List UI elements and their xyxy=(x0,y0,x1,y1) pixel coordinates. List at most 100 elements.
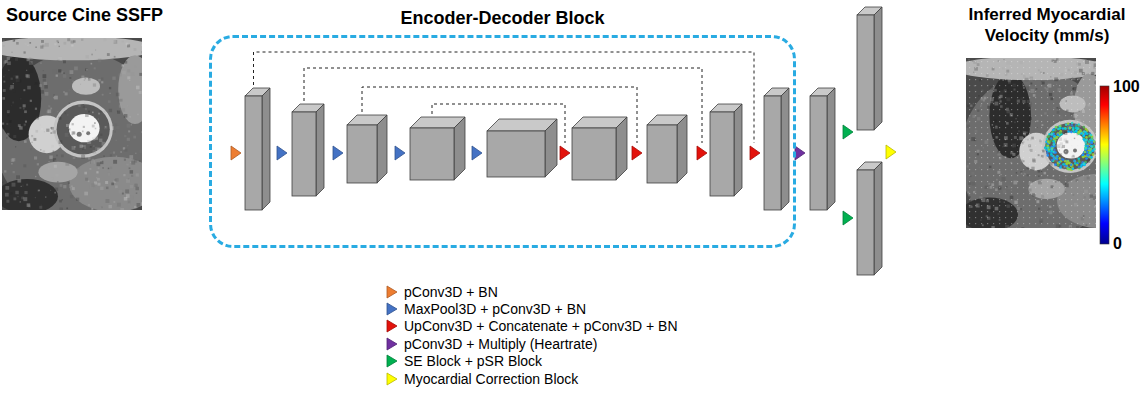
image-noise xyxy=(5,186,9,190)
velocity-map-image xyxy=(966,58,1096,228)
image-noise xyxy=(1094,202,1096,204)
image-noise xyxy=(1032,193,1035,196)
image-noise xyxy=(1054,60,1057,63)
vector-grid-dot xyxy=(1089,85,1090,86)
image-noise xyxy=(994,102,998,106)
vector-grid-dot xyxy=(1029,151,1030,152)
vector-grid-dot xyxy=(993,223,994,224)
legend-swatch xyxy=(386,285,398,299)
image-noise xyxy=(1081,217,1084,220)
image-noise xyxy=(104,126,107,129)
image-noise xyxy=(1020,159,1023,162)
block-front xyxy=(245,96,262,210)
vector-grid-dot xyxy=(1089,169,1090,170)
image-noise xyxy=(1069,227,1071,228)
vector-grid-dot xyxy=(1029,139,1030,140)
image-noise xyxy=(1072,77,1076,81)
image-noise xyxy=(40,124,41,125)
image-noise xyxy=(1084,117,1086,119)
vector-grid-dot xyxy=(999,169,1000,170)
image-noise xyxy=(39,84,42,87)
image-noise xyxy=(1011,190,1012,191)
image-noise xyxy=(105,126,107,128)
image-noise xyxy=(30,69,33,72)
image-noise xyxy=(1000,174,1001,175)
image-noise xyxy=(50,108,52,110)
velocity-vector xyxy=(1075,125,1078,128)
vector-grid-dot xyxy=(1011,67,1012,68)
image-noise xyxy=(74,66,78,70)
velocity-vector xyxy=(1083,162,1086,165)
image-noise xyxy=(987,106,990,109)
velocity-vector xyxy=(1058,127,1061,130)
image-noise xyxy=(1021,173,1023,175)
image-noise xyxy=(84,80,85,81)
vector-grid-dot xyxy=(1083,181,1084,182)
image-noise xyxy=(94,122,96,124)
image-noise xyxy=(43,79,46,82)
image-noise xyxy=(1061,200,1064,203)
vector-grid-dot xyxy=(999,151,1000,152)
vector-grid-dot xyxy=(1029,73,1030,74)
image-noise xyxy=(3,81,5,83)
image-noise xyxy=(120,99,123,102)
image-noise xyxy=(1019,136,1023,140)
image-noise xyxy=(90,146,92,148)
vector-grid-dot xyxy=(1089,67,1090,68)
image-noise xyxy=(1021,73,1023,75)
vector-grid-dot xyxy=(1083,169,1084,170)
image-noise xyxy=(65,133,69,137)
image-noise xyxy=(1085,60,1089,64)
image-noise xyxy=(996,179,998,181)
vector-grid-dot xyxy=(1017,151,1018,152)
image-noise xyxy=(108,168,110,170)
vector-grid-dot xyxy=(1053,217,1054,218)
image-noise xyxy=(116,126,119,129)
vector-grid-dot xyxy=(1047,199,1048,200)
velocity-vector xyxy=(1078,161,1081,164)
vector-grid-dot xyxy=(1017,187,1018,188)
vector-grid-dot xyxy=(1023,61,1024,62)
image-noise xyxy=(1059,225,1061,227)
operation-arrow xyxy=(750,146,760,160)
vector-grid-dot xyxy=(1029,217,1030,218)
image-noise xyxy=(1061,146,1063,148)
velocity-vector xyxy=(1053,144,1056,147)
vector-grid-dot xyxy=(1047,121,1048,122)
velocity-vector xyxy=(1083,126,1086,129)
vector-grid-dot xyxy=(1089,211,1090,212)
vector-grid-dot xyxy=(1011,157,1012,158)
vector-grid-dot xyxy=(1065,91,1066,92)
image-noise xyxy=(1088,104,1091,107)
vector-grid-dot xyxy=(969,211,970,212)
vector-grid-dot xyxy=(1017,115,1018,116)
vector-grid-dot xyxy=(987,97,988,98)
image-noise xyxy=(1039,218,1043,222)
velocity-vector xyxy=(1075,127,1078,130)
image-noise xyxy=(12,183,16,187)
velocity-vector xyxy=(1071,124,1074,127)
velocity-vector xyxy=(1050,133,1053,136)
panel-heading: Source Cine SSFP xyxy=(2,4,167,27)
vector-grid-dot xyxy=(1017,163,1018,164)
image-noise xyxy=(992,68,995,71)
image-noise xyxy=(1006,122,1009,125)
vector-grid-dot xyxy=(1047,133,1048,134)
velocity-vector xyxy=(1047,146,1050,149)
velocity-vector xyxy=(1079,129,1082,132)
image-noise xyxy=(1062,82,1063,83)
vector-grid-dot xyxy=(981,211,982,212)
vector-grid-dot xyxy=(1095,181,1096,182)
vector-grid-dot xyxy=(1095,73,1096,74)
image-noise xyxy=(98,113,100,115)
vector-grid-dot xyxy=(987,211,988,212)
image-noise xyxy=(141,51,142,53)
image-noise xyxy=(1060,108,1062,110)
vector-grid-dot xyxy=(993,103,994,104)
vector-grid-dot xyxy=(1011,139,1012,140)
image-noise xyxy=(1008,186,1012,190)
vector-grid-dot xyxy=(987,187,988,188)
image-noise xyxy=(1065,178,1066,179)
colorbar-tick: 0 xyxy=(1113,235,1122,253)
vector-grid-dot xyxy=(975,169,976,170)
